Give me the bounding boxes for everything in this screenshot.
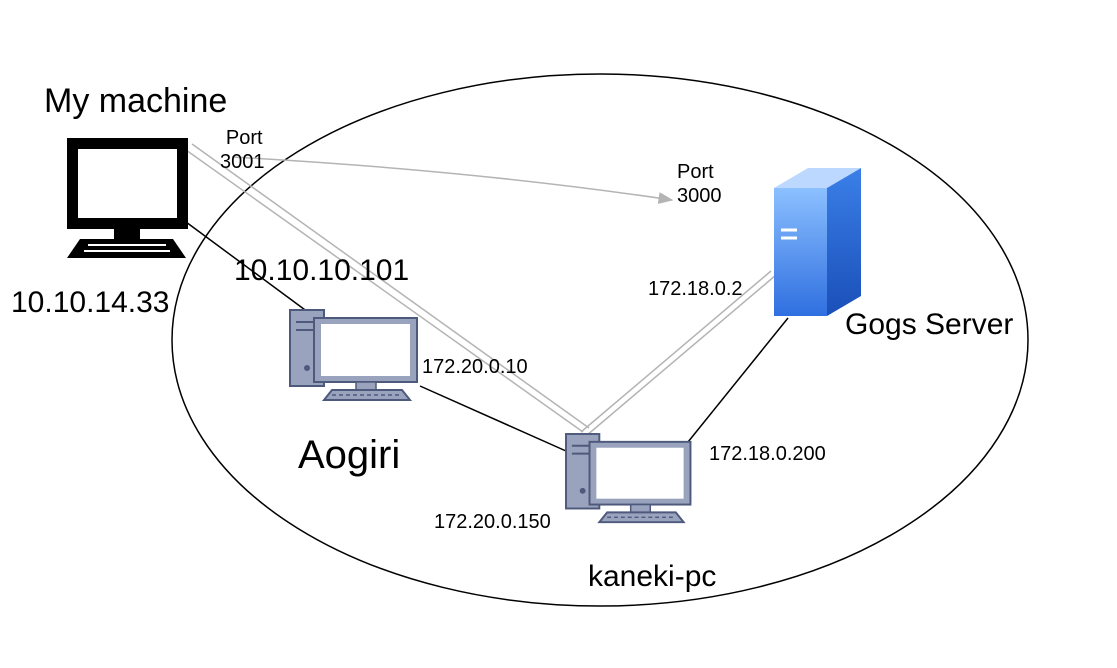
internal-network-boundary (171, 73, 1029, 607)
kaneki-gogs-side-ip: 172.18.0.200 (709, 443, 826, 465)
remote-port-number: 3000 (677, 185, 722, 207)
kaneki-aogiri-side-ip: 172.20.0.150 (434, 511, 551, 533)
tunnel-kaneki-gogs (580, 270, 777, 437)
tunnel-my-machine-kaneki (185, 143, 590, 433)
link-my-machine-aogiri (185, 221, 317, 319)
ssh-tunnels (185, 143, 777, 437)
desktop-computer-icon (565, 433, 692, 524)
aogiri-external-ip: 10.10.10.101 (234, 254, 410, 287)
connections (185, 221, 789, 456)
remote-port-label: Port 3000 (677, 160, 722, 208)
port-forward-arrow (231, 156, 674, 204)
my-machine-ip: 10.10.14.33 (11, 286, 170, 319)
gogs-server-label: Gogs Server (845, 308, 1014, 341)
link-aogiri-kaneki (419, 385, 576, 456)
local-port-word: Port (225, 127, 263, 149)
my-machine-label: My machine (44, 82, 228, 120)
monitor-icon (67, 138, 188, 258)
remote-port-word: Port (677, 161, 714, 183)
link-gogs-kaneki (687, 317, 789, 443)
server-tower-icon (774, 168, 861, 316)
desktop-computer-icon (289, 309, 418, 401)
local-port-label: Port 3001 (220, 126, 265, 174)
aogiri-label: Aogiri (298, 433, 401, 477)
gogs-ip: 172.18.0.2 (648, 278, 743, 300)
local-port-number: 3001 (220, 151, 265, 173)
aogiri-internal-ip: 172.20.0.10 (422, 356, 528, 378)
kaneki-pc-label: kaneki-pc (588, 560, 717, 593)
